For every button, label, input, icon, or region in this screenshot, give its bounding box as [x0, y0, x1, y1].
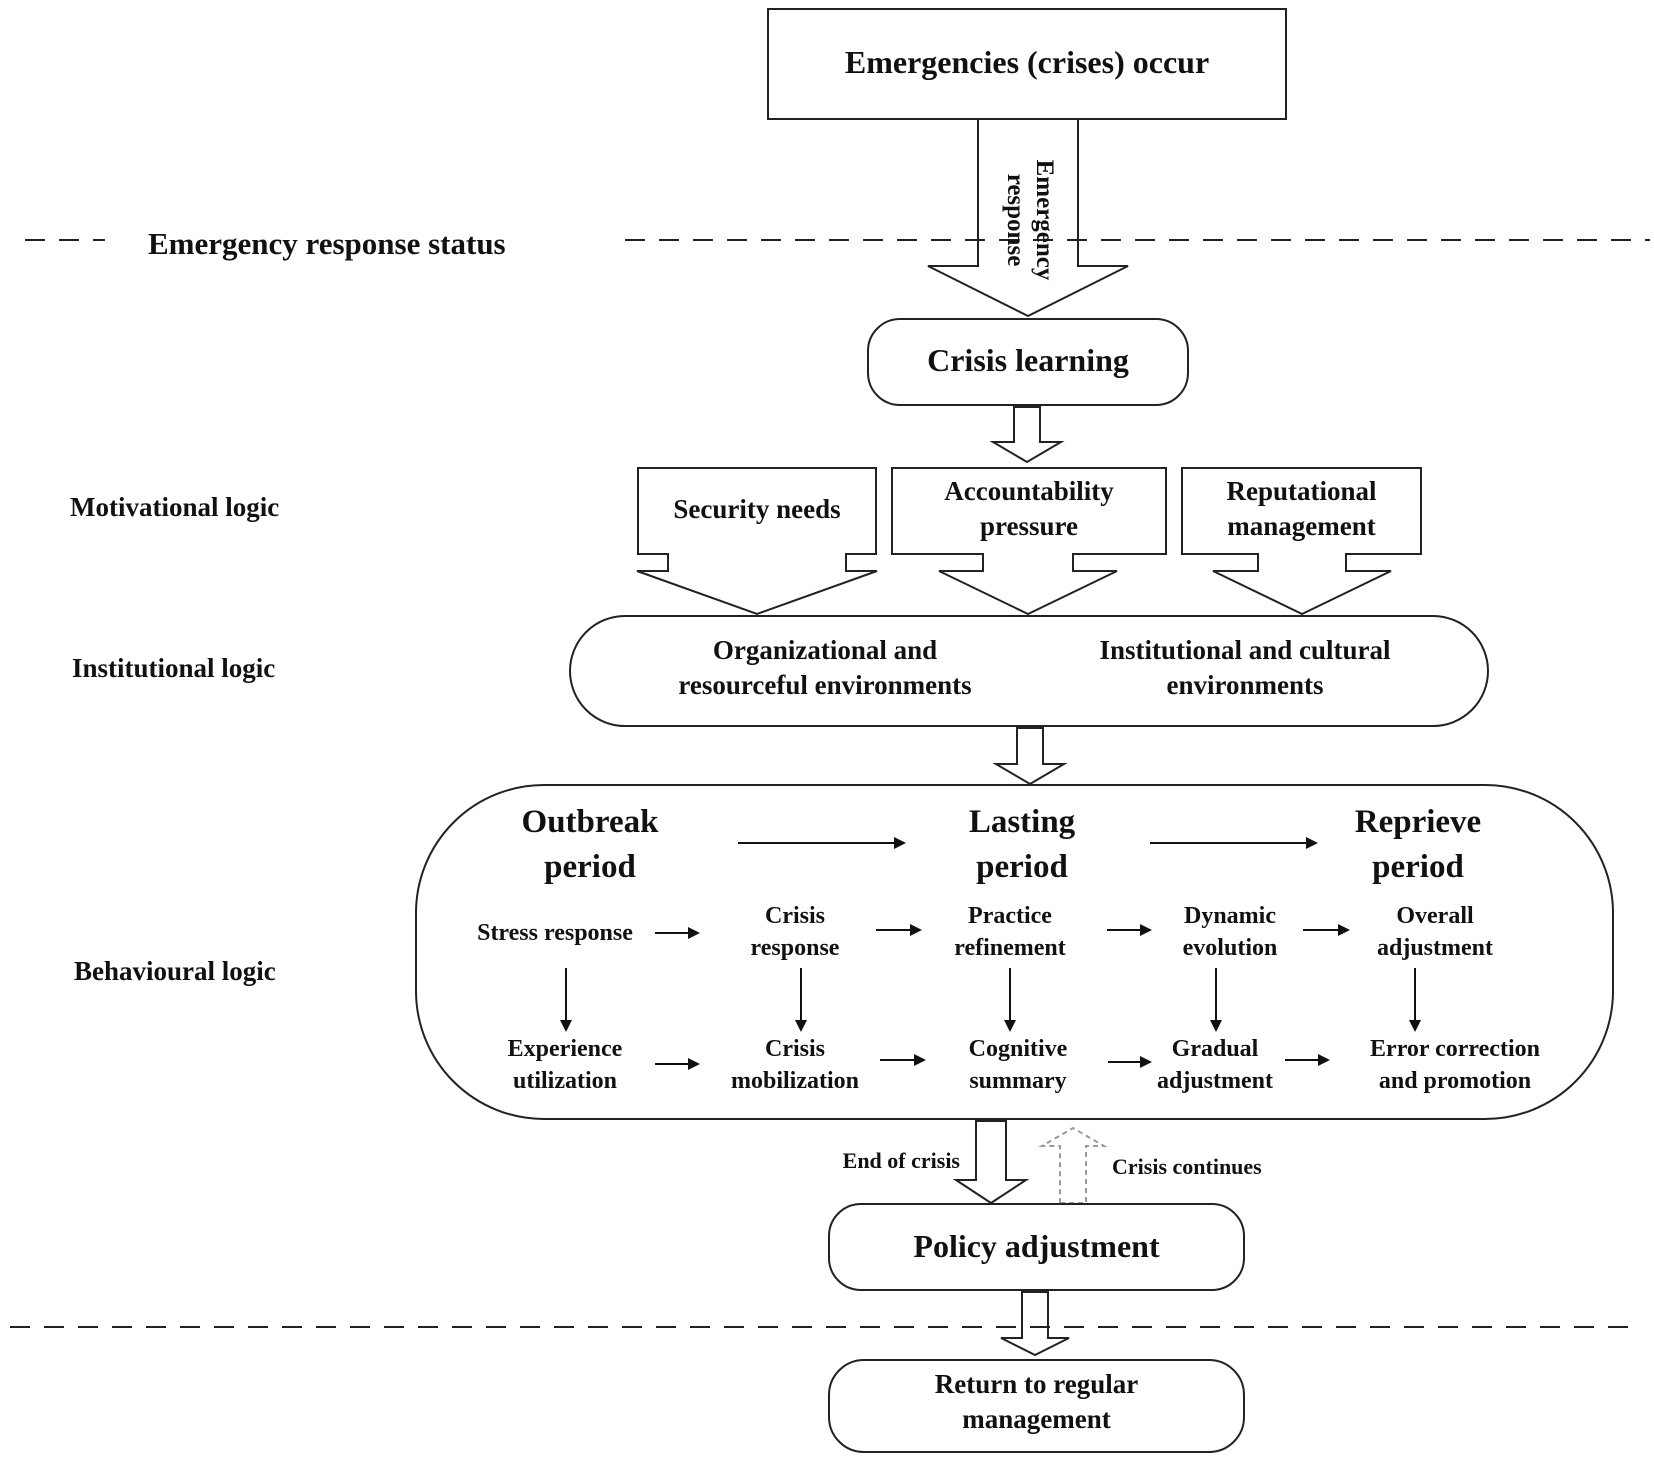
policy-adjustment-label: Policy adjustment: [913, 1228, 1160, 1264]
environments-box: [569, 615, 1489, 727]
step-error-correction: Error correction and promotion: [1340, 1033, 1570, 1098]
step-experience-utilization-line2: utilization: [512, 1068, 617, 1095]
behaviour-box: [415, 784, 1614, 1120]
environment-institutional-line1: Institutional and cultural: [1099, 635, 1391, 665]
hollow-arrow-3: [1000, 1291, 1070, 1357]
row2-arrow-1: [655, 1058, 700, 1070]
step-practice-refinement-line2: refinement: [954, 935, 1066, 962]
step-crisis-response-line2: response: [750, 935, 840, 962]
step-cognitive-summary-line1: Cognitive: [968, 1036, 1068, 1062]
step-crisis-mobilization: Crisis mobilization: [710, 1033, 880, 1098]
reputational-label: Reputational management: [1182, 474, 1421, 543]
security-needs-line1: Security needs: [673, 494, 841, 524]
step-error-correction-line2: and promotion: [1378, 1068, 1532, 1095]
accountability-line1: Accountability: [944, 476, 1114, 506]
end-of-crisis-label: End of crisis: [842, 1148, 960, 1173]
institutional-logic-label: Institutional logic: [72, 653, 276, 683]
step-overall-adjustment-line1: Overall: [1396, 903, 1474, 929]
policy-adjustment-box: [828, 1203, 1245, 1291]
top-box-label: Emergencies (crises) occur: [844, 44, 1210, 80]
period-outbreak-line1: Outbreak: [521, 804, 659, 840]
behavioural-logic-label: Behavioural logic: [74, 956, 276, 986]
return-line1: Return to regular: [934, 1369, 1139, 1399]
row2-arrow-3: [1108, 1056, 1152, 1068]
environment-institutional-line2: environments: [1166, 669, 1324, 700]
emergency-response-label: Emergency response: [998, 140, 1058, 300]
step-experience-utilization: Experience utilization: [480, 1033, 650, 1098]
period-reprieve-line1: Reprieve: [1354, 804, 1482, 840]
row2-arrow-2: [880, 1054, 926, 1066]
period-arrow-1: [738, 837, 906, 849]
return-box: [828, 1359, 1245, 1453]
reputational-line2: management: [1227, 510, 1376, 541]
step-practice-refinement-line1: Practice: [968, 903, 1052, 929]
step-dynamic-evolution-line2: evolution: [1182, 935, 1278, 962]
end-of-crisis-arrow: [952, 1120, 1030, 1205]
vertical-arrow-5: [1409, 968, 1421, 1032]
step-gradual-adjustment-line1: Gradual: [1171, 1036, 1259, 1062]
step-crisis-response: Crisis response: [710, 900, 880, 965]
step-gradual-adjustment: Gradual adjustment: [1130, 1033, 1300, 1098]
reputational-box: [1181, 467, 1422, 616]
period-reprieve: Reprieve period: [1318, 800, 1518, 889]
emergency-response-line2: response: [1002, 173, 1030, 267]
step-experience-utilization-line1: Experience: [507, 1036, 623, 1062]
return-line2: management: [962, 1403, 1111, 1434]
period-outbreak-line2: period: [544, 848, 636, 885]
emergency-response-arrow: [927, 118, 1129, 318]
crisis-continues-label: Crisis continues: [1112, 1154, 1262, 1179]
step-overall-adjustment-line2: adjustment: [1376, 935, 1493, 962]
accountability-label: Accountability pressure: [892, 474, 1166, 543]
security-needs-label: Security needs: [638, 492, 876, 527]
step-crisis-mobilization-line1: Crisis: [765, 1036, 825, 1062]
crisis-learning-box: [867, 318, 1189, 406]
motivational-logic-label: Motivational logic: [70, 492, 280, 522]
step-overall-adjustment: Overall adjustment: [1350, 900, 1520, 965]
step-dynamic-evolution-line1: Dynamic: [1184, 903, 1276, 929]
step-practice-refinement: Practice refinement: [925, 900, 1095, 965]
environment-organizational: Organizational and resourceful environme…: [630, 633, 1020, 702]
environment-organizational-line1: Organizational and: [712, 635, 938, 665]
security-needs-box: [636, 467, 878, 616]
period-lasting-line1: Lasting: [968, 804, 1076, 840]
accountability-line2: pressure: [979, 510, 1078, 541]
step-dynamic-evolution: Dynamic evolution: [1145, 900, 1315, 965]
step-stress-response-line1: Stress response: [477, 920, 633, 946]
period-arrow-2: [1150, 837, 1318, 849]
vertical-arrow-4: [1210, 968, 1222, 1032]
period-outbreak: Outbreak period: [490, 800, 690, 889]
step-crisis-response-line1: Crisis: [765, 903, 825, 929]
row1-arrow-4: [1303, 924, 1350, 936]
hollow-arrow-1: [989, 406, 1065, 464]
emergency-response-line1: Emergency: [1031, 159, 1058, 281]
crisis-continues-arrow: [1038, 1126, 1108, 1204]
row1-arrow-3: [1107, 924, 1152, 936]
environment-institutional: Institutional and cultural environments: [1060, 633, 1430, 702]
row1-arrow-2: [876, 924, 922, 936]
step-cognitive-summary-line2: summary: [969, 1068, 1067, 1095]
step-gradual-adjustment-line2: adjustment: [1156, 1068, 1273, 1095]
return-label: Return to regular management: [829, 1367, 1244, 1436]
period-lasting-line2: period: [976, 848, 1068, 885]
period-lasting: Lasting period: [922, 800, 1122, 889]
hollow-arrow-2: [992, 727, 1068, 786]
step-cognitive-summary: Cognitive summary: [933, 1033, 1103, 1098]
reputational-line1: Reputational: [1226, 476, 1377, 506]
row2-arrow-4: [1285, 1054, 1330, 1066]
step-crisis-mobilization-line2: mobilization: [730, 1068, 859, 1095]
step-stress-response: Stress response: [455, 917, 655, 949]
step-error-correction-line1: Error correction: [1370, 1036, 1540, 1062]
environment-organizational-line2: resourceful environments: [678, 669, 972, 700]
row1-arrow-1: [655, 927, 700, 939]
vertical-arrow-2: [795, 968, 807, 1032]
accountability-box: [891, 467, 1167, 616]
status-label: Emergency response status: [148, 226, 506, 261]
crisis-learning-label: Crisis learning: [927, 342, 1129, 378]
vertical-arrow-1: [560, 968, 572, 1032]
vertical-arrow-3: [1004, 968, 1016, 1032]
period-reprieve-line2: period: [1372, 848, 1464, 885]
